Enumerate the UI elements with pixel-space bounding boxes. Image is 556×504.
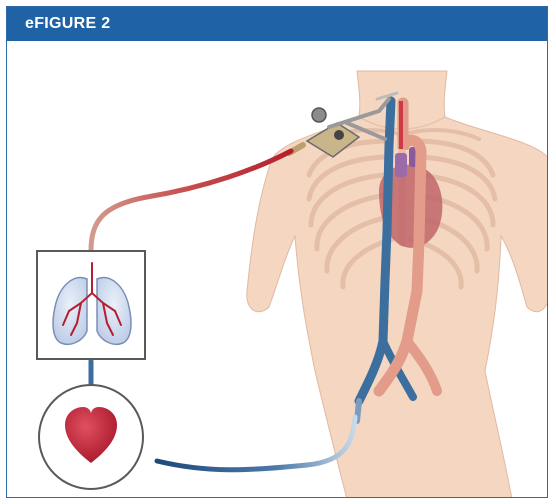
pump	[39, 385, 143, 489]
figure-frame: eFIGURE 2	[6, 6, 548, 498]
figure-header: eFIGURE 2	[7, 7, 547, 41]
figure-title: eFIGURE 2	[25, 15, 110, 33]
oxygenator-box	[37, 251, 145, 359]
ecmo-illustration	[7, 41, 548, 498]
drainage-tubing	[157, 417, 355, 470]
